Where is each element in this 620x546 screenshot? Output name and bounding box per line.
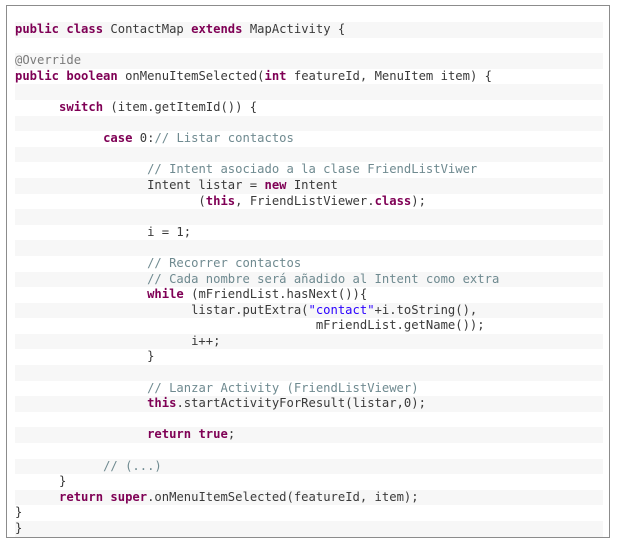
code-token-keyword: this (205, 193, 236, 208)
code-line: public boolean onMenuItemSelected(int fe… (15, 69, 603, 85)
code-token-keyword: this (147, 396, 177, 411)
code-token-code-text: .startActivityForResult(listar,0); (176, 396, 426, 411)
code-token-code-text (15, 381, 147, 395)
code-token-keyword: public (15, 22, 60, 36)
code-line: Intent listar = new Intent (15, 177, 603, 194)
code-line (15, 365, 603, 381)
code-token-keyword: extends (191, 22, 243, 36)
code-token-comment: // Listar contactos (154, 131, 294, 146)
code-token-code-text: Intent listar = (15, 177, 265, 192)
code-line: (this, FriendListViewer.class); (15, 194, 603, 210)
code-line: this.startActivityForResult(listar,0); (15, 396, 603, 412)
code-token-code-text: mFriendList.getName()); (15, 318, 485, 333)
code-token-code-text (15, 427, 147, 441)
code-token-code-text: i = 1; (15, 224, 192, 239)
code-line (15, 209, 603, 225)
code-line: mFriendList.getName()); (15, 318, 603, 334)
code-token-code-text (15, 459, 103, 473)
code-token-code-text: i++; (15, 333, 221, 348)
code-token-keyword: new (264, 177, 287, 192)
code-token-code-text: ( (15, 193, 206, 208)
code-token-comment: // (...) (103, 458, 162, 473)
code-token-code-text: (mFriendList.hasNext()){ (183, 287, 368, 302)
code-line: // Intent asociado a la clase FriendList… (15, 162, 603, 178)
code-line (15, 412, 603, 428)
code-token-code-text: } (15, 505, 23, 520)
code-token-code-text (15, 287, 147, 301)
code-token-keyword: switch (59, 99, 104, 114)
code-line: } (15, 474, 603, 490)
code-token-code-text (15, 131, 103, 145)
code-token-code-text: onMenuItemSelected( (117, 68, 265, 83)
code-line: } (15, 349, 603, 365)
code-token-string-literal: "contact" (308, 302, 375, 317)
code-listing-frame: public class ContactMap extends MapActiv… (6, 5, 610, 538)
code-token-keyword: class (374, 193, 412, 208)
code-token-comment: // Recorrer contactos (147, 255, 302, 270)
code-line: public class ContactMap extends MapActiv… (15, 22, 603, 38)
code-token-code-text: (item.getItemId()) { (103, 99, 258, 114)
code-token-code-text: listar.putExtra( (15, 302, 309, 317)
code-token-code-text: Intent (286, 177, 338, 192)
code-token-code-text: +i.toString(), (374, 302, 478, 317)
code-line: // Cada nombre será añadido al Intent co… (15, 271, 603, 288)
code-line (15, 115, 603, 132)
code-line (15, 443, 603, 459)
code-token-code-text: ; (227, 427, 236, 442)
code-token-annotation: @Override (15, 53, 82, 68)
code-token-code-text: , FriendListViewer. (235, 193, 375, 208)
code-token-code-text: featureId, MenuItem item) { (286, 68, 492, 83)
code-token-keyword: case (103, 131, 133, 146)
code-token-code-text: } (15, 521, 23, 535)
code-line: case 0:// Listar contactos (15, 131, 603, 147)
code-token-code-text (15, 162, 147, 176)
code-line: while (mFriendList.hasNext()){ (15, 287, 603, 303)
code-token-code-text (15, 272, 147, 286)
code-token-code-text (15, 396, 147, 410)
code-line: i = 1; (15, 225, 603, 241)
code-line: } (15, 521, 603, 537)
code-line (15, 84, 603, 100)
code-token-keyword: while (147, 287, 184, 302)
code-token-code-text (15, 256, 147, 270)
code-token-code-text: } (15, 349, 155, 364)
code-line: // Lanzar Activity (FriendListViewer) (15, 381, 603, 397)
code-line: listar.putExtra("contact"+i.toString(), (15, 302, 603, 319)
code-token-code-text: .onMenuItemSelected(featureId, item); (147, 489, 419, 504)
code-token-keyword: boolean (66, 68, 118, 83)
code-line: @Override (15, 53, 603, 69)
code-token-comment: // Intent asociado a la clase FriendList… (147, 162, 478, 177)
code-line (15, 240, 603, 256)
code-line: return super.onMenuItemSelected(featureI… (15, 489, 603, 506)
code-line (15, 38, 603, 54)
code-line: return true; (15, 427, 603, 444)
code-listing: public class ContactMap extends MapActiv… (15, 22, 603, 537)
code-line: // (...) (15, 458, 603, 475)
code-token-keyword: class (66, 22, 104, 36)
code-token-comment: // Lanzar Activity (FriendListViewer) (147, 380, 419, 395)
code-token-code-text: ); (411, 193, 426, 208)
code-token-code-text: MapActivity { (242, 22, 346, 36)
code-token-keyword: public (15, 68, 60, 83)
code-token-code-text (15, 490, 59, 504)
code-token-keyword: int (264, 68, 287, 83)
code-token-code-text: 0: (132, 131, 155, 146)
code-line: // Recorrer contactos (15, 256, 603, 272)
code-token-keyword: return (147, 427, 192, 442)
code-token-keyword: return (59, 489, 104, 504)
code-token-keyword: super (110, 489, 148, 504)
code-line: i++; (15, 333, 603, 350)
code-token-code-text: } (15, 474, 67, 489)
code-token-code-text: ContactMap (103, 22, 192, 36)
code-token-code-text (15, 100, 59, 114)
code-line (15, 146, 603, 163)
code-line: } (15, 505, 603, 521)
code-token-keyword: true (198, 427, 228, 442)
code-token-comment: // Cada nombre será añadido al Intent co… (147, 271, 500, 286)
code-line: switch (item.getItemId()) { (15, 100, 603, 116)
